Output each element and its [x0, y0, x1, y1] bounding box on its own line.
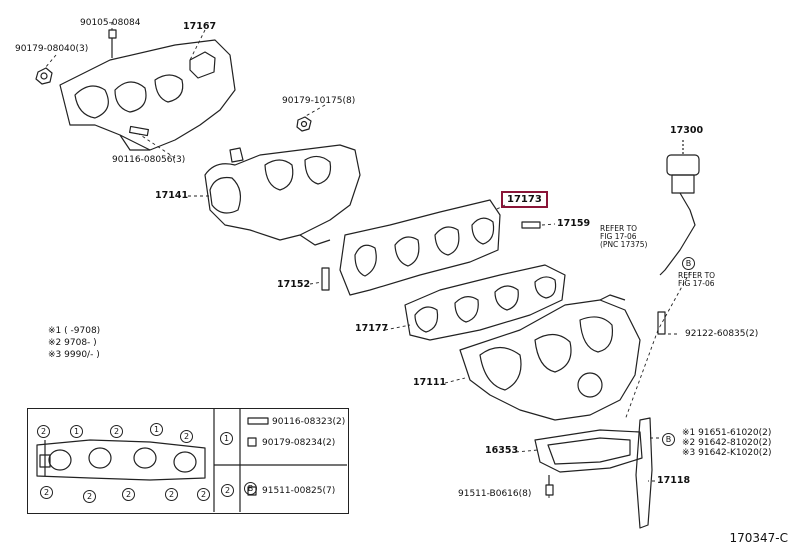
- legend-mark-1: ※1: [48, 326, 62, 336]
- inset-callout-1a: 1: [70, 425, 83, 438]
- nut-90179-left: [35, 67, 53, 85]
- inset-circle-2f: 2: [122, 488, 135, 501]
- figure-code: 170347-C: [729, 531, 788, 545]
- stay-bolt-1: ※1 91651-61020(2): [682, 428, 772, 438]
- inset-callout-2h: 2: [197, 488, 210, 501]
- exhaust-manifold-17141: [204, 144, 361, 246]
- inset-circle-2d: 2: [40, 486, 53, 499]
- inset-callout-2c: 2: [180, 430, 193, 443]
- ref-note-2-line1: REFER TO: [678, 271, 716, 280]
- inset-callout-2b: 2: [110, 425, 123, 438]
- label-90116: 90116-08056(3): [112, 155, 186, 165]
- legend-row-2: ※2 9708- ): [48, 337, 100, 349]
- inset-key-1-circle: 1: [220, 432, 233, 445]
- inset-circle-1a: 1: [70, 425, 83, 438]
- label-90105: 90105-08084: [80, 18, 141, 28]
- label-17141: 17141: [155, 190, 189, 201]
- ref-note-2-line2: FIG 17-06: [678, 279, 715, 288]
- inset-box: [27, 408, 349, 514]
- inset-key-b-circle: B: [244, 482, 257, 495]
- label-17159: 17159: [557, 218, 591, 229]
- bolt-91511: [545, 475, 554, 496]
- inset-circle-1b: 1: [150, 423, 163, 436]
- intake-manifold-17111: [459, 294, 641, 421]
- bolt-90105: [108, 29, 117, 58]
- label-17177: 17177: [355, 323, 389, 334]
- gasket-17173: [339, 199, 501, 296]
- stay-17118: [635, 417, 653, 529]
- legend: ※1 ( -9708) ※2 9708- ) ※3 9990/- ): [48, 325, 100, 361]
- label-17300: 17300: [670, 125, 704, 136]
- inset-key-2-circle: 2: [221, 484, 234, 497]
- ref-note-1-line1: REFER TO: [600, 224, 638, 233]
- inset-row-1: 90116-08323(2): [272, 417, 346, 427]
- ref-note-2: REFER TO FIG 17-06: [678, 272, 715, 288]
- actuator-17300: [659, 140, 700, 276]
- legend-row-3: ※3 9990/- ): [48, 349, 100, 361]
- inset-circle-2b: 2: [110, 425, 123, 438]
- label-90179-left: 90179-08040(3): [15, 44, 89, 54]
- callout-b-circle: B: [682, 257, 695, 270]
- legend-text-2: 9708- ): [64, 338, 97, 348]
- nut-90179-right: [296, 116, 312, 132]
- callout-b-stay-circle: B: [662, 433, 675, 446]
- stay-bolt-3: ※3 91642-K1020(2): [682, 448, 772, 458]
- stud-92122: [657, 311, 666, 335]
- inset-key-1: 1: [220, 432, 233, 445]
- callout-b-stay: B: [662, 433, 675, 446]
- label-17173-highlighted[interactable]: 17173: [501, 191, 548, 208]
- legend-text-1: ( -9708): [64, 326, 101, 336]
- plate-16353: [534, 429, 643, 473]
- legend-text-3: 9990/- ): [64, 350, 100, 360]
- inset-callout-1b: 1: [150, 423, 163, 436]
- legend-mark-3: ※3: [48, 350, 62, 360]
- inset-circle-2g: 2: [165, 488, 178, 501]
- label-17111: 17111: [413, 377, 447, 388]
- inset-circle-2h: 2: [197, 488, 210, 501]
- heat-shield-17167: [59, 39, 236, 151]
- inset-circle-2a: 2: [37, 425, 50, 438]
- inset-gasket: [36, 408, 347, 512]
- inset-callout-2g: 2: [165, 488, 178, 501]
- gasket-17177: [404, 264, 566, 341]
- callout-b-ref: B: [682, 257, 695, 270]
- label-17118: 17118: [657, 475, 691, 486]
- inset-circle-2e: 2: [83, 490, 96, 503]
- ref-note-1-line3: (PNC 17375): [600, 240, 648, 249]
- inset-row-2: 90179-08234(2): [262, 438, 336, 448]
- inset-callout-2e: 2: [83, 490, 96, 503]
- legend-mark-2: ※2: [48, 338, 62, 348]
- inset-row-3: 91511-00825(7): [262, 486, 336, 496]
- label-92122: 92122-60835(2): [685, 329, 759, 339]
- reference-lines: [44, 22, 691, 500]
- inset-callout-2f: 2: [122, 488, 135, 501]
- ref-note-1-line2: FIG 17-06: [600, 232, 637, 241]
- inset-key-b: B: [244, 482, 257, 495]
- label-91511-bottom: 91511-B0616(8): [458, 489, 532, 499]
- ref-note-1: REFER TO FIG 17-06 (PNC 17375): [600, 225, 647, 249]
- stud-90116: [129, 125, 149, 137]
- label-16353: 16353: [485, 445, 519, 456]
- legend-row-1: ※1 ( -9708): [48, 325, 100, 337]
- inset-callout-2d: 2: [40, 486, 53, 499]
- inset-key-2: 2: [221, 484, 234, 497]
- stay-bolt-list: ※1 91651-61020(2) ※2 91642-81020(2) ※3 9…: [682, 428, 772, 458]
- stay-bolt-2: ※2 91642-81020(2): [682, 438, 772, 448]
- inset-circle-2c: 2: [180, 430, 193, 443]
- label-17152: 17152: [277, 279, 311, 290]
- stud-17159: [521, 221, 541, 229]
- stud-17152: [321, 267, 330, 291]
- inset-callout-2a: 2: [37, 425, 50, 438]
- label-17167: 17167: [183, 21, 217, 32]
- label-90179-right: 90179-10175(8): [282, 96, 356, 106]
